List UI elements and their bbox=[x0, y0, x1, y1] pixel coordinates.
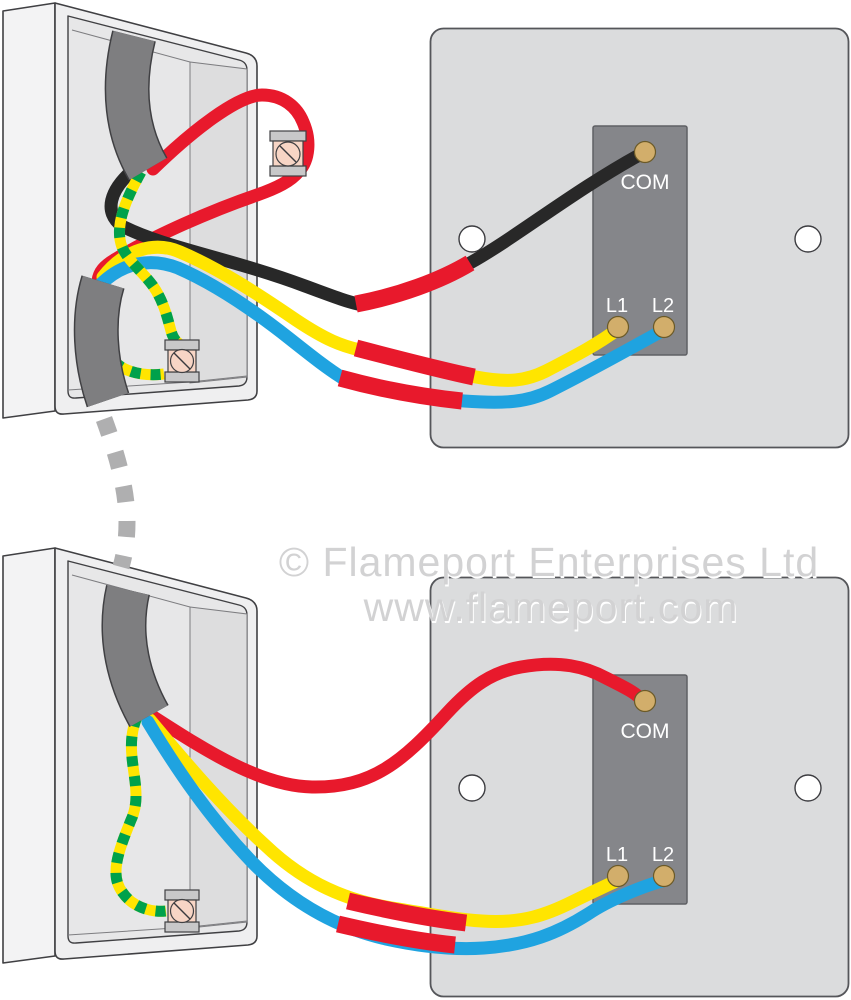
top-earth-wire-upper bbox=[113, 169, 183, 349]
switch-1-l1-label: L1 bbox=[606, 295, 628, 317]
bottom-yellow-wire-red-sleeve bbox=[346, 892, 468, 932]
top-cable-sheath-lower bbox=[73, 275, 130, 408]
svg-text:www.flameport.com: www.flameport.com bbox=[364, 586, 740, 632]
top-earth-terminal bbox=[164, 339, 200, 383]
switch-1-l2-label: L2 bbox=[652, 295, 674, 317]
switch-2-l1-label: L1 bbox=[606, 844, 628, 866]
top-box-wires bbox=[73, 30, 667, 410]
bottom-earth-terminal bbox=[164, 889, 200, 933]
live-joint-connector bbox=[269, 130, 307, 177]
hidden-cable-run-dashes bbox=[96, 416, 136, 570]
bottom-box-wires bbox=[101, 584, 669, 956]
switch-2-l2-label: L2 bbox=[652, 844, 674, 866]
top-black-wire-red-sleeve bbox=[354, 255, 475, 313]
top-blue-wire-red-sleeve bbox=[337, 369, 463, 410]
bottom-blue-wire-red-sleeve bbox=[336, 915, 456, 954]
bottom-cable-sheath bbox=[101, 584, 169, 727]
switch-plate-bottom bbox=[429, 576, 850, 998]
watermark-line1: © Flameport Enterprises Ltd bbox=[279, 539, 819, 585]
watermark: © Flameport Enterprises Ltd © Flameport … bbox=[279, 539, 820, 632]
top-cable-sheath-upper bbox=[104, 30, 168, 181]
watermark-line2: www.flameport.com bbox=[363, 584, 739, 630]
top-yellow-wire-red-sleeve bbox=[353, 339, 476, 386]
switch-2-com-label: COM bbox=[621, 720, 670, 743]
bottom-red-com-wire bbox=[145, 657, 649, 794]
switch-1-com-label: COM bbox=[621, 171, 670, 194]
bottom-earth-wire bbox=[110, 714, 167, 917]
svg-text:© Flameport Enterprises Ltd: © Flameport Enterprises Ltd bbox=[280, 541, 820, 587]
